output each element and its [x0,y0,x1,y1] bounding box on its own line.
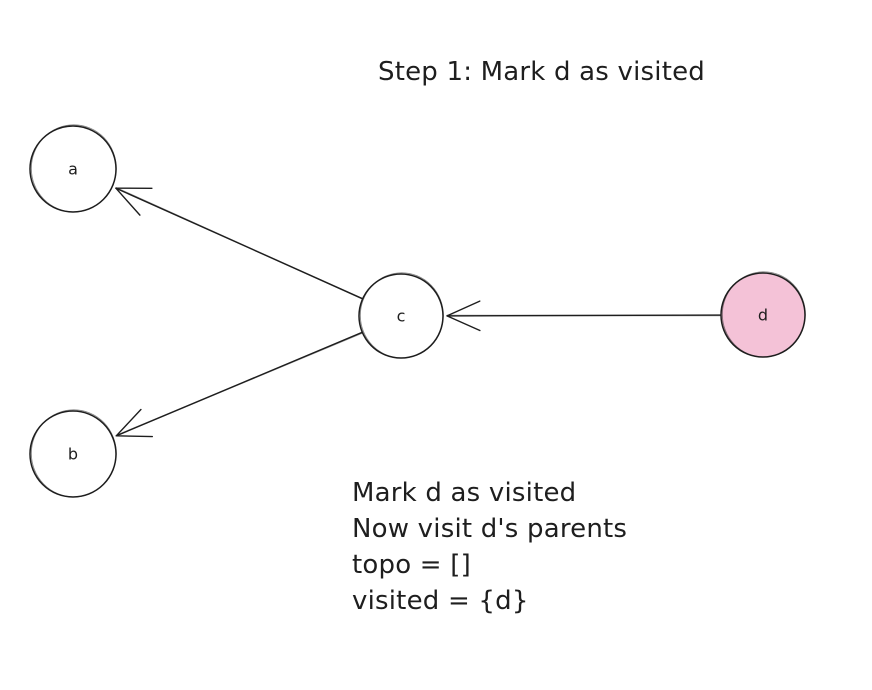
arrowhead [115,187,153,216]
note-line-visit-parents: Now visit d's parents [352,514,628,544]
notes-block: Mark d as visited Now visit d's parents … [352,475,627,619]
edge-line [115,331,363,437]
arrowhead [115,408,153,438]
edge-c-to-b [115,331,364,438]
node-label-a: a [68,160,78,179]
node-label-b: b [68,445,78,464]
node-b: b [29,409,117,498]
node-a: a [29,124,117,213]
edge-d-to-c [446,300,723,332]
node-c: c [358,272,444,359]
edge-line [446,314,722,317]
diagram-title: Step 1: Mark d as visited [378,57,705,87]
node-circle-sketch [359,272,444,359]
node-circle-sketch [30,409,117,498]
note-line-visited-set: visited = {d} [352,586,529,616]
node-label-c: c [397,307,406,326]
node-label-d: d [758,306,768,325]
arrowhead [446,300,481,332]
node-circle-sketch [30,124,117,213]
node-d: d [720,271,806,358]
edge-line [115,187,364,300]
node-circle-sketch [721,271,806,358]
edge-c-to-a [115,187,364,300]
note-line-topo: topo = [] [352,550,471,580]
edge-line-shadow [115,187,364,300]
edge-line-shadow [115,332,364,437]
nodes-layer: a b c d [29,124,806,498]
note-line-mark-visited: Mark d as visited [352,478,577,508]
edges-layer [115,187,723,438]
